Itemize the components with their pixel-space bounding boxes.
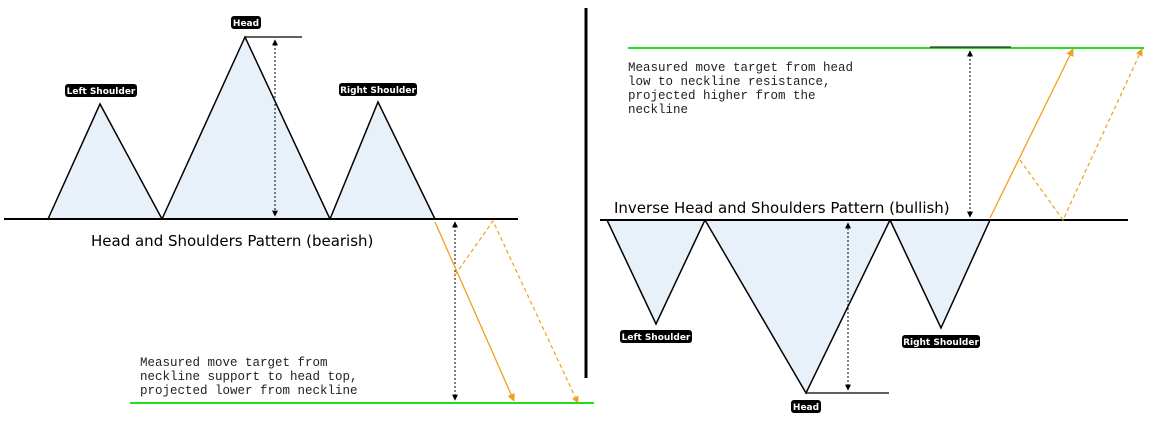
bearish-note-line: neckline support to head top, [140,370,358,384]
svg-text:Head: Head [233,19,259,29]
bullish-note: Measured move target from head low to ne… [628,61,861,117]
bullish-note-line: projected higher from the [628,89,816,103]
left-shoulder-shape [46,102,164,220]
bearish-title: Head and Shoulders Pattern (bearish) [91,232,373,250]
inv-right-shoulder-shape [888,219,992,330]
svg-text:Right Shoulder: Right Shoulder [340,86,416,96]
bearish-pattern: Left Shoulder Head Right Shoulder Head a… [4,16,594,404]
bullish-pattern: Left Shoulder Head Right Shoulder Invers… [600,46,1144,413]
inv-projection-path-solid [989,48,1074,219]
svg-text:Head: Head [793,403,819,413]
bearish-note-line: projected lower from neckline [140,384,358,398]
inv-left-shoulder-tag: Left Shoulder [620,330,692,343]
bearish-note: Measured move target from neckline suppo… [140,356,365,398]
left-shoulder-tag: Left Shoulder [65,84,137,97]
inv-left-shoulder-shape [605,219,707,326]
right-shoulder-shape [328,100,437,220]
inv-projection-path-dashed [1019,48,1143,222]
svg-text:Right Shoulder: Right Shoulder [903,338,979,348]
inv-right-shoulder-tag: Right Shoulder [902,335,980,348]
inv-head-tag: Head [791,400,821,413]
head-shape [160,35,332,220]
bullish-note-line: neckline [628,103,688,117]
projection-path-solid [434,221,515,402]
inv-head-shape [703,219,892,395]
right-shoulder-tag: Right Shoulder [339,83,417,96]
bullish-title: Inverse Head and Shoulders Pattern (bull… [614,199,950,217]
bullish-note-line: low to neckline resistance, [628,75,831,89]
head-tag: Head [231,16,261,29]
bullish-note-line: Measured move target from head [628,61,853,75]
svg-text:Left Shoulder: Left Shoulder [622,333,691,343]
svg-text:Left Shoulder: Left Shoulder [67,87,136,97]
bearish-note-line: Measured move target from [140,356,328,370]
projection-path-dashed [454,219,579,404]
